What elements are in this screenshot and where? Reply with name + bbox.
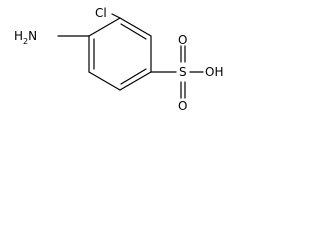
label-hydroxyl: OH <box>205 65 223 79</box>
double-bond-inner-top <box>120 23 147 40</box>
bond-to-chlorine <box>111 13 121 19</box>
label-oxygen-top: O <box>178 33 187 47</box>
ring-bond-c4-c5 <box>88 71 121 91</box>
chemical-structure: Cl H2N S O O OH <box>14 6 223 113</box>
label-sulfur: S <box>179 65 187 79</box>
label-amine: H2N <box>14 29 37 46</box>
double-bond-inner-right <box>120 68 147 85</box>
label-amine-h: H <box>14 29 23 43</box>
label-amine-n: N <box>28 29 37 43</box>
ring-bond-c3-c4 <box>119 71 152 91</box>
label-amine-subscript: 2 <box>23 37 28 46</box>
label-oxygen-bottom: O <box>178 99 187 113</box>
ring-bond-c6-c1 <box>88 17 121 37</box>
ring-bond-c1-c2 <box>119 17 152 37</box>
label-chlorine: Cl <box>95 6 107 20</box>
